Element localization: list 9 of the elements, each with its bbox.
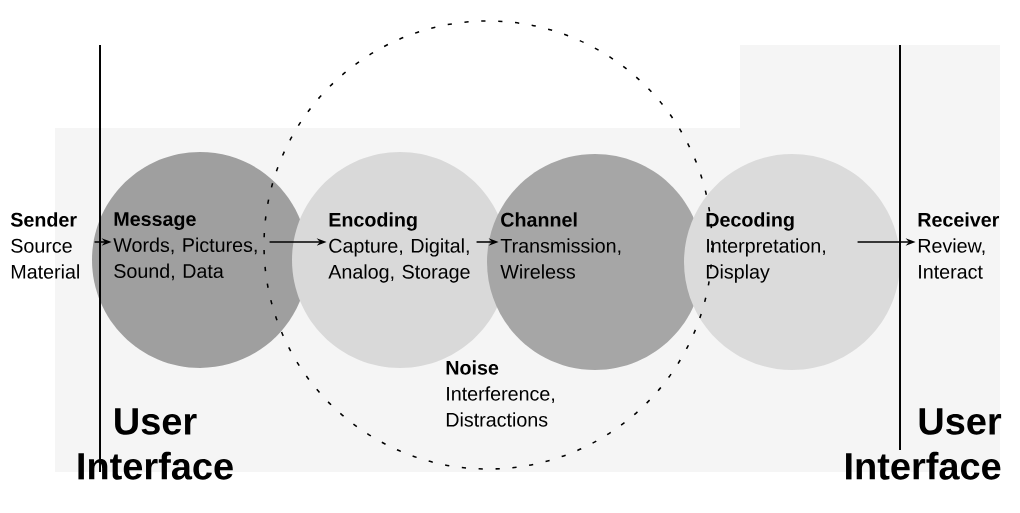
- node-text: Channel Transmission, Wireless: [500, 212, 621, 279]
- node-text: Sender Source Material: [10, 212, 79, 279]
- node-text: Encoding Capture, Digital, Analog, Storage: [328, 212, 470, 283]
- node-text: Message Words, Pictures, Sound, Data: [113, 212, 257, 281]
- node-text: Receiver Review, Interact: [918, 212, 1000, 279]
- user-interface-label: User Interface: [78, 408, 233, 480]
- node-text: Noise Interference, Distractions: [446, 360, 554, 427]
- user-interface-label: User Interface: [846, 408, 1002, 480]
- node-text: Decoding Interpretation, Display: [706, 212, 825, 283]
